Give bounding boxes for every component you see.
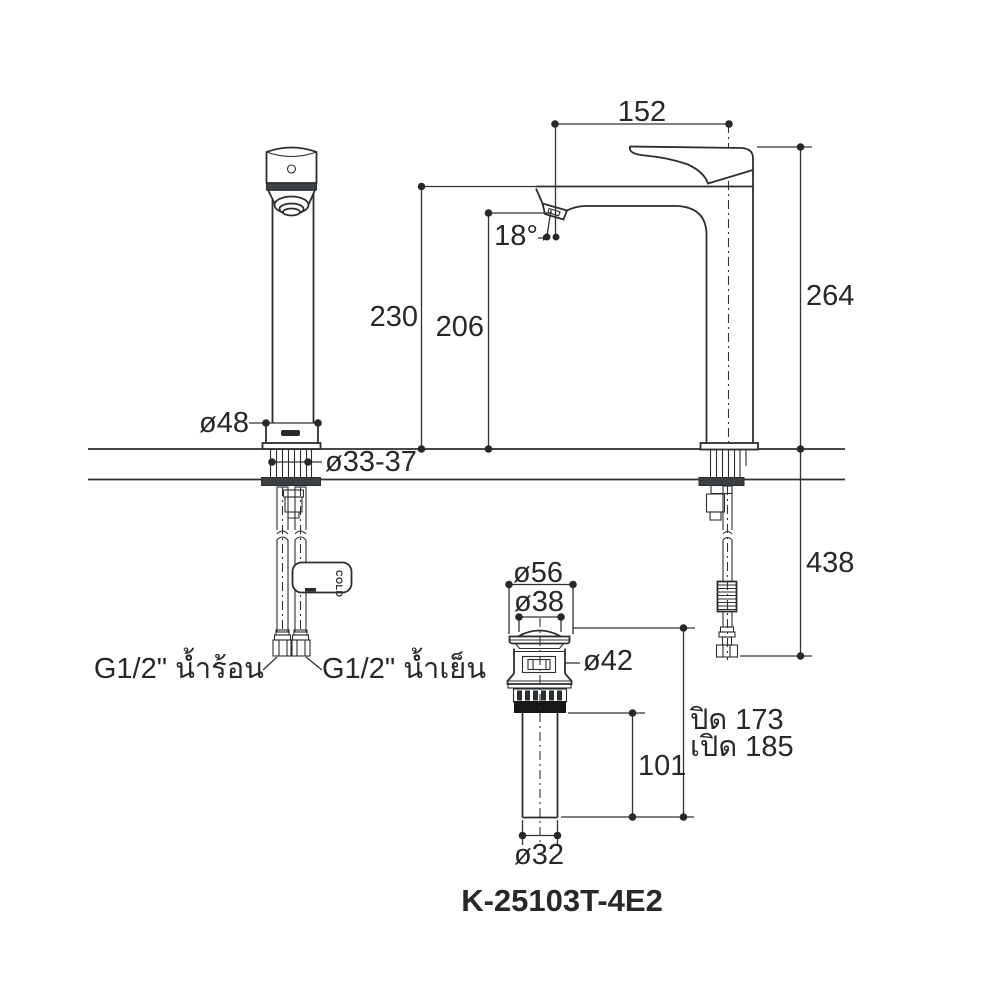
aerator [541, 202, 569, 221]
spout-band [266, 182, 317, 191]
kohler-logo-mark [281, 430, 300, 436]
side-view-faucet [535, 124, 759, 660]
tail-diameter-label: ø32 [514, 839, 564, 871]
hose-drop-label: 438 [806, 547, 854, 579]
hole-diameter-label: ø33-37 [325, 446, 417, 478]
flange-diameter-label: ø56 [513, 557, 563, 589]
supply-hoses [275, 486, 308, 633]
open-height-label: เปิด 185 [690, 731, 794, 763]
drain-window [521, 655, 557, 674]
dimension-labels: 152 264 230 206 18° 438 ø48 ø33-37 ø56 ø… [94, 96, 855, 918]
countertop [88, 448, 845, 481]
hot-supply-label: G1/2" น้ำร้อน [94, 647, 264, 685]
hose-nuts [272, 629, 311, 657]
drain-body-diameter-label: ø42 [583, 645, 633, 677]
base-flange-side [699, 442, 759, 451]
handle-side [628, 145, 754, 185]
tail-length-label: 101 [638, 750, 686, 782]
base-diameter-label: ø48 [199, 407, 249, 439]
drain-assembly [506, 618, 573, 843]
cold-supply-label: G1/2" น้ำเย็น [322, 647, 486, 685]
cold-tag-label: COLD [334, 570, 344, 598]
supply-hose-side [715, 485, 739, 660]
mounting-washer-side [698, 477, 745, 486]
handle-hole [286, 164, 297, 174]
shank-threads-side [709, 449, 747, 478]
mounting-washer [261, 477, 321, 486]
outlet-height-label: 206 [436, 311, 484, 343]
cold-tag: COLD [291, 561, 353, 598]
outlet-angle-label: 18° [494, 220, 538, 252]
body-top-height-label: 230 [370, 301, 418, 333]
model-code: K-25103T-4E2 [461, 883, 663, 918]
spout-reach-label: 152 [618, 96, 666, 128]
cap-diameter-label: ø38 [514, 586, 564, 618]
shank-threads [269, 449, 313, 478]
front-view-faucet: COLD [261, 146, 353, 671]
overall-height-label: 264 [806, 280, 854, 312]
closed-height-label: ปิด 173 [690, 704, 784, 736]
base-flange [261, 442, 322, 450]
dimension-lines [249, 120, 812, 845]
